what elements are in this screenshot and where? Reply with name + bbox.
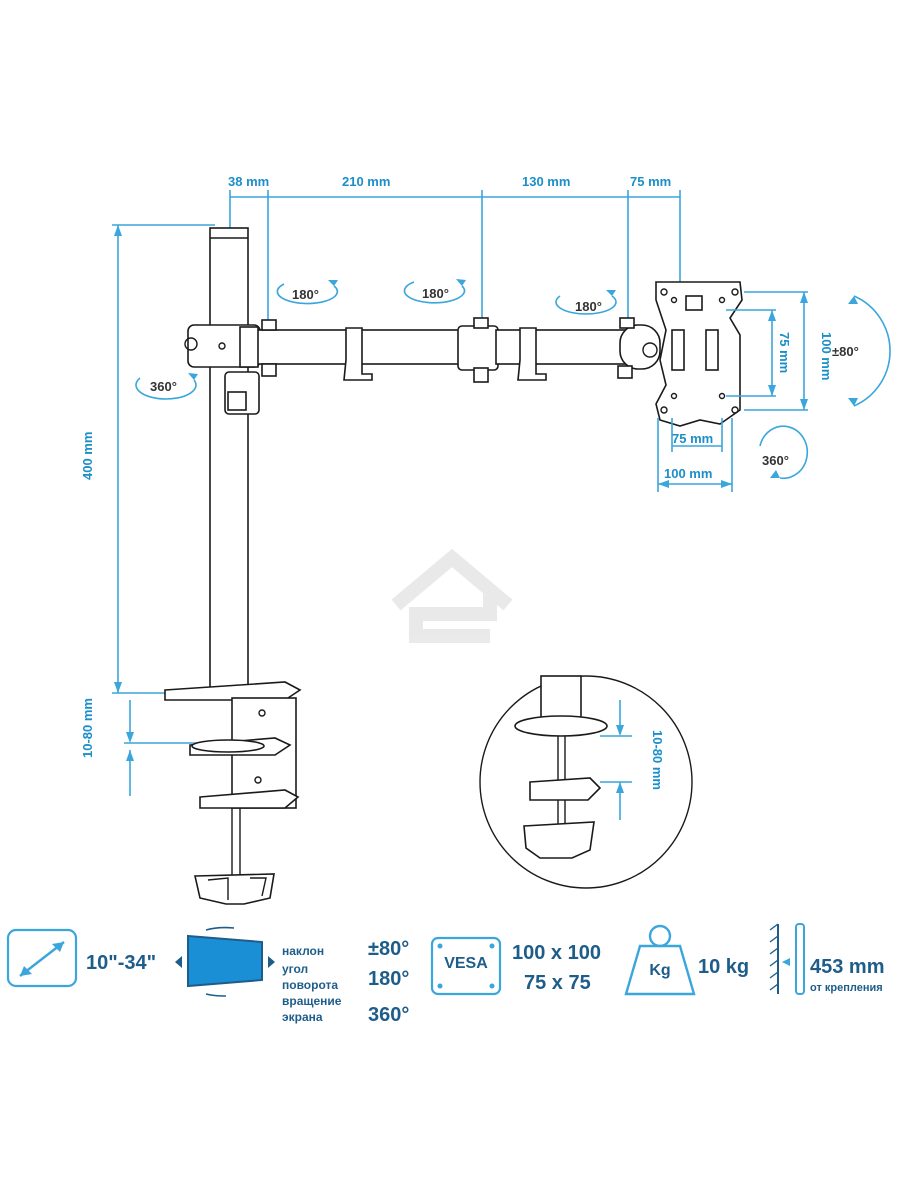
dim-130: 130 mm <box>522 174 570 189</box>
swivel-label-1: угол <box>282 962 309 976</box>
dim-400: 400 mm <box>80 432 95 480</box>
clamp-detail-inset: 10-80 mm <box>479 675 693 889</box>
dim-210: 210 mm <box>342 174 390 189</box>
dim-vesa-v-inner: 75 mm <box>777 332 792 373</box>
dim-vesa-h-inner: 75 mm <box>672 431 713 446</box>
pole <box>209 227 260 689</box>
angle-markers: 180° 180° 180° 360° 360° ±80° <box>135 279 891 480</box>
vesa-icon <box>430 936 502 996</box>
angle-pole: 360° <box>150 379 177 394</box>
vesa-plate <box>655 281 743 427</box>
tilt-value: ±80° <box>368 938 410 960</box>
rotation-value: 360° <box>368 1004 410 1026</box>
height-dimension: 400 mm <box>80 224 215 694</box>
clamp-dimension: 10-80 mm <box>80 698 200 796</box>
rotation-label-1: вращение <box>282 994 342 1008</box>
vesa-badge: VESA <box>444 955 488 972</box>
inset-dim-10-80: 10-80 mm <box>650 730 665 790</box>
angle-rotation: 360° <box>762 453 789 468</box>
desk-clamp <box>164 681 302 905</box>
angle-joint2: 180° <box>422 286 449 301</box>
angle-tilt: ±80° <box>832 344 859 359</box>
top-dimension: 38 mm 210 mm 130 mm 75 mm <box>228 174 681 322</box>
reach-value: 453 mm <box>810 956 885 978</box>
max-weight: 10 kg <box>698 956 750 978</box>
tilt-label: наклон <box>282 944 325 958</box>
screen-size: 10"-34" <box>86 952 157 974</box>
watermark-logo <box>391 548 513 643</box>
dim-10-80: 10-80 mm <box>80 698 95 758</box>
angle-joint3: 180° <box>575 299 602 314</box>
arm-segments <box>184 317 661 383</box>
rotation-label-2: экрана <box>282 1010 323 1024</box>
reach-label: от крепления <box>810 982 883 994</box>
wall-distance-icon <box>769 923 805 995</box>
angle-joint1: 180° <box>292 287 319 302</box>
swivel-label-2: поворота <box>282 978 339 992</box>
diagonal-arrow-icon <box>6 928 78 988</box>
vesa-size-2: 75 x 75 <box>524 972 591 994</box>
weight-icon <box>624 924 696 996</box>
vesa-size-1: 100 x 100 <box>512 942 601 964</box>
dim-38: 38 mm <box>228 174 269 189</box>
tilt-swivel-icon <box>175 926 275 997</box>
dim-vesa-v-outer: 100 mm <box>819 332 834 380</box>
weight-badge: Kg <box>649 962 671 979</box>
swivel-value: 180° <box>368 968 410 990</box>
dim-vesa-h-outer: 100 mm <box>664 466 712 481</box>
dim-75: 75 mm <box>630 174 671 189</box>
vesa-dimensions: 100 mm 75 mm 75 mm 100 mm <box>657 291 834 492</box>
